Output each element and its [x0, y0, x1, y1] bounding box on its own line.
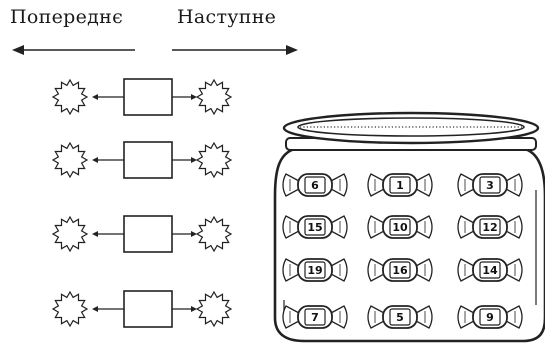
next-star-icon[interactable]	[195, 141, 233, 179]
candy-wrapper-right	[505, 173, 523, 197]
candy: 10	[367, 215, 433, 239]
candy-label	[389, 218, 411, 236]
candy-wrapper-left	[457, 305, 475, 329]
candy-number: 10	[392, 221, 408, 234]
candy-wrapper-left	[282, 215, 300, 239]
next-label: Наступне	[177, 6, 277, 28]
candy-wrapper-right	[330, 305, 348, 329]
candy-grid: 6 1 3 15 10 12 19 16 14 7 5 9	[282, 173, 523, 329]
candy-wrapper-left	[367, 305, 385, 329]
arrow-right-icon	[172, 306, 197, 312]
arrow-right-icon	[172, 231, 197, 237]
arrow-left-icon	[12, 45, 135, 55]
candy-number: 15	[307, 221, 322, 234]
candy-number: 16	[392, 264, 408, 277]
candy-wrapper-left	[457, 215, 475, 239]
candy-wrapper-right	[505, 305, 523, 329]
candy-wrapper-right	[330, 258, 348, 282]
exercise-row	[51, 141, 233, 179]
candy: 9	[457, 305, 523, 329]
exercise-row	[51, 290, 233, 328]
candy-number: 1	[396, 179, 404, 192]
candy: 14	[457, 258, 523, 282]
candy-wrapper-left	[457, 258, 475, 282]
arrow-right-icon	[172, 94, 197, 100]
next-star-icon[interactable]	[195, 78, 233, 116]
candy-number: 3	[486, 179, 494, 192]
previous-star-icon[interactable]	[51, 290, 89, 328]
candy-wrapper-left	[282, 258, 300, 282]
candy-label	[304, 218, 326, 236]
candy: 12	[457, 215, 523, 239]
arrow-left-icon	[92, 231, 124, 237]
arrow-right-icon	[172, 45, 298, 55]
candy-number: 5	[396, 311, 404, 324]
candy-wrapper-right	[415, 305, 433, 329]
previous-label: Попереднє	[10, 6, 124, 28]
candy: 3	[457, 173, 523, 197]
candy-wrapper-left	[282, 305, 300, 329]
arrow-left-icon	[92, 94, 124, 100]
candy-number: 6	[311, 179, 319, 192]
candy-number: 19	[307, 264, 322, 277]
candy: 19	[282, 258, 348, 282]
number-box[interactable]	[123, 215, 173, 253]
jar-icon	[273, 111, 545, 343]
candy-wrapper-left	[457, 173, 475, 197]
candy-label	[389, 261, 411, 279]
previous-star-icon[interactable]	[51, 78, 89, 116]
candy: 16	[367, 258, 433, 282]
candy-label	[479, 176, 501, 194]
candy-label	[389, 308, 411, 326]
candy-number: 12	[482, 221, 497, 234]
candy-wrapper-left	[282, 173, 300, 197]
number-box[interactable]	[123, 78, 173, 116]
number-box[interactable]	[123, 290, 173, 328]
candy-label	[479, 308, 501, 326]
candy-label	[479, 261, 501, 279]
arrow-left-icon	[92, 306, 124, 312]
candy-wrapper-left	[367, 215, 385, 239]
candy-wrapper-right	[415, 215, 433, 239]
candy-wrapper-left	[367, 258, 385, 282]
number-box[interactable]	[123, 141, 173, 179]
candy-number: 9	[486, 311, 494, 324]
candy-wrapper-right	[330, 173, 348, 197]
next-star-icon[interactable]	[195, 290, 233, 328]
candy-wrapper-left	[367, 173, 385, 197]
previous-star-icon[interactable]	[51, 215, 89, 253]
candy-label	[389, 176, 411, 194]
exercise-row	[51, 78, 233, 116]
candy-wrapper-right	[330, 215, 348, 239]
candy-number: 14	[482, 264, 498, 277]
candy-wrapper-right	[505, 258, 523, 282]
previous-star-icon[interactable]	[51, 141, 89, 179]
candy-wrapper-right	[415, 258, 433, 282]
exercise-row	[51, 215, 233, 253]
candy: 7	[282, 305, 348, 329]
candy: 1	[367, 173, 433, 197]
candy-wrapper-right	[415, 173, 433, 197]
candy-number: 7	[311, 311, 319, 324]
candy-label	[304, 176, 326, 194]
candy-label	[304, 261, 326, 279]
candy: 6	[282, 173, 348, 197]
candy-label	[304, 308, 326, 326]
arrow-right-icon	[172, 157, 197, 163]
candy: 15	[282, 215, 348, 239]
exercise-rows	[51, 78, 233, 328]
candy: 5	[367, 305, 433, 329]
candy-label	[479, 218, 501, 236]
next-star-icon[interactable]	[195, 215, 233, 253]
candy-wrapper-right	[505, 215, 523, 239]
arrow-left-icon	[92, 157, 124, 163]
